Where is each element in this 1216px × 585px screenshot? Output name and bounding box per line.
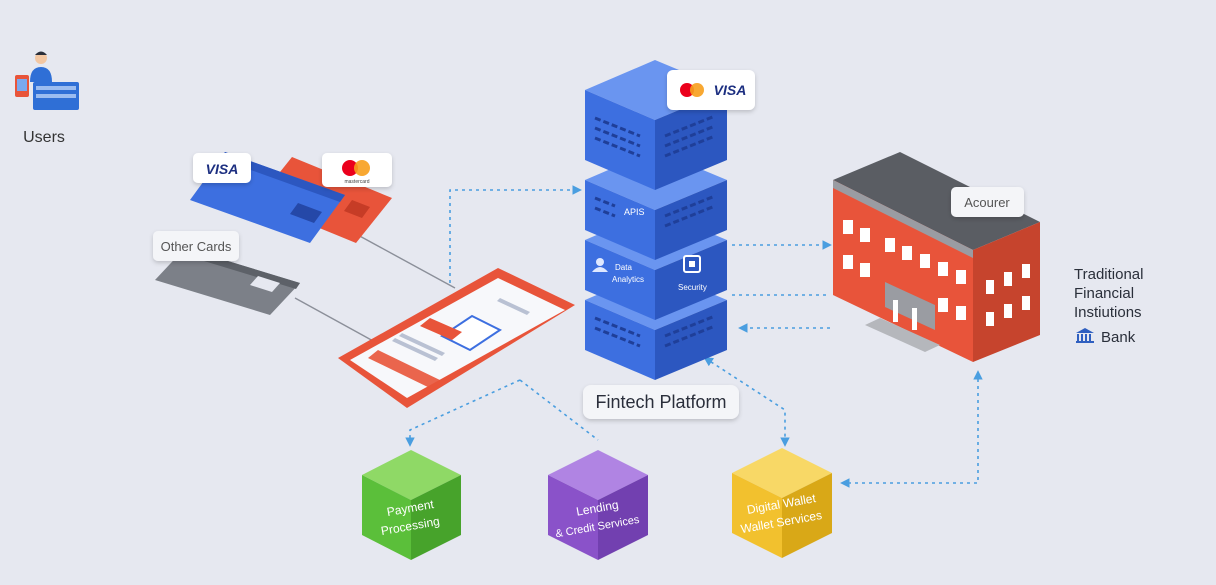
mastercard-badge: mastercard [322, 153, 392, 187]
connectors [405, 185, 983, 488]
other-cards-label: Other Cards [161, 239, 232, 254]
lending-credit-cube: Lending & Credit Services [548, 450, 648, 560]
analytics-icon [592, 258, 608, 272]
platform-payment-badge: VISA [667, 70, 755, 110]
institutions-line-1: Traditional [1074, 266, 1143, 283]
digital-wallet-cube: Digital Wallet Wallet Services [732, 448, 832, 558]
bank-windows [843, 220, 1030, 326]
institutions-group: Traditional Financial Instiutions Bank [1074, 266, 1143, 346]
phone-to-payment-connector [405, 379, 521, 447]
bank-label: Bank [1101, 329, 1136, 346]
user-with-devices-icon [15, 51, 79, 110]
other-cards-badge: Other Cards [153, 231, 239, 261]
analytics-label-1: Data [615, 263, 632, 272]
platform-visa-logo-text: VISA [714, 82, 747, 98]
visa-badge: VISA [193, 153, 251, 183]
acquirer-label: Acourer [964, 195, 1010, 210]
users-label: Users [23, 129, 65, 146]
fintech-platform-stack: Data Analytics Security APIS [583, 60, 755, 419]
bank-building: Acourer [833, 152, 1040, 362]
acquirer-badge: Acourer [951, 187, 1024, 217]
card-link-lines [294, 227, 456, 343]
apis-label: APIS [624, 207, 645, 217]
mobile-phone [338, 268, 575, 408]
phone-to-lending-connector [519, 379, 599, 441]
platform-label: Fintech Platform [595, 392, 726, 412]
platform-label-badge: Fintech Platform [583, 385, 739, 419]
phone-to-platform-connector [449, 185, 582, 283]
users-group: Users [15, 51, 79, 146]
server-block-1 [585, 60, 727, 190]
bank-icon [1076, 328, 1094, 343]
mastercard-logo-icon [342, 160, 358, 176]
mastercard-logo-icon [680, 83, 694, 97]
security-icon [683, 255, 701, 273]
institutions-line-3: Instiutions [1074, 304, 1142, 321]
bank-entrance [865, 282, 940, 352]
analytics-label-2: Analytics [612, 275, 644, 284]
cards-group: VISA mastercard Other Cards [153, 152, 392, 315]
security-label: Security [678, 283, 707, 292]
visa-logo-text: VISA [206, 161, 239, 177]
payment-processing-cube: Payment Processing [362, 450, 461, 560]
bank-to-wallet-connector [840, 370, 983, 488]
institutions-line-2: Financial [1074, 285, 1134, 302]
mastercard-caption: mastercard [344, 179, 369, 185]
